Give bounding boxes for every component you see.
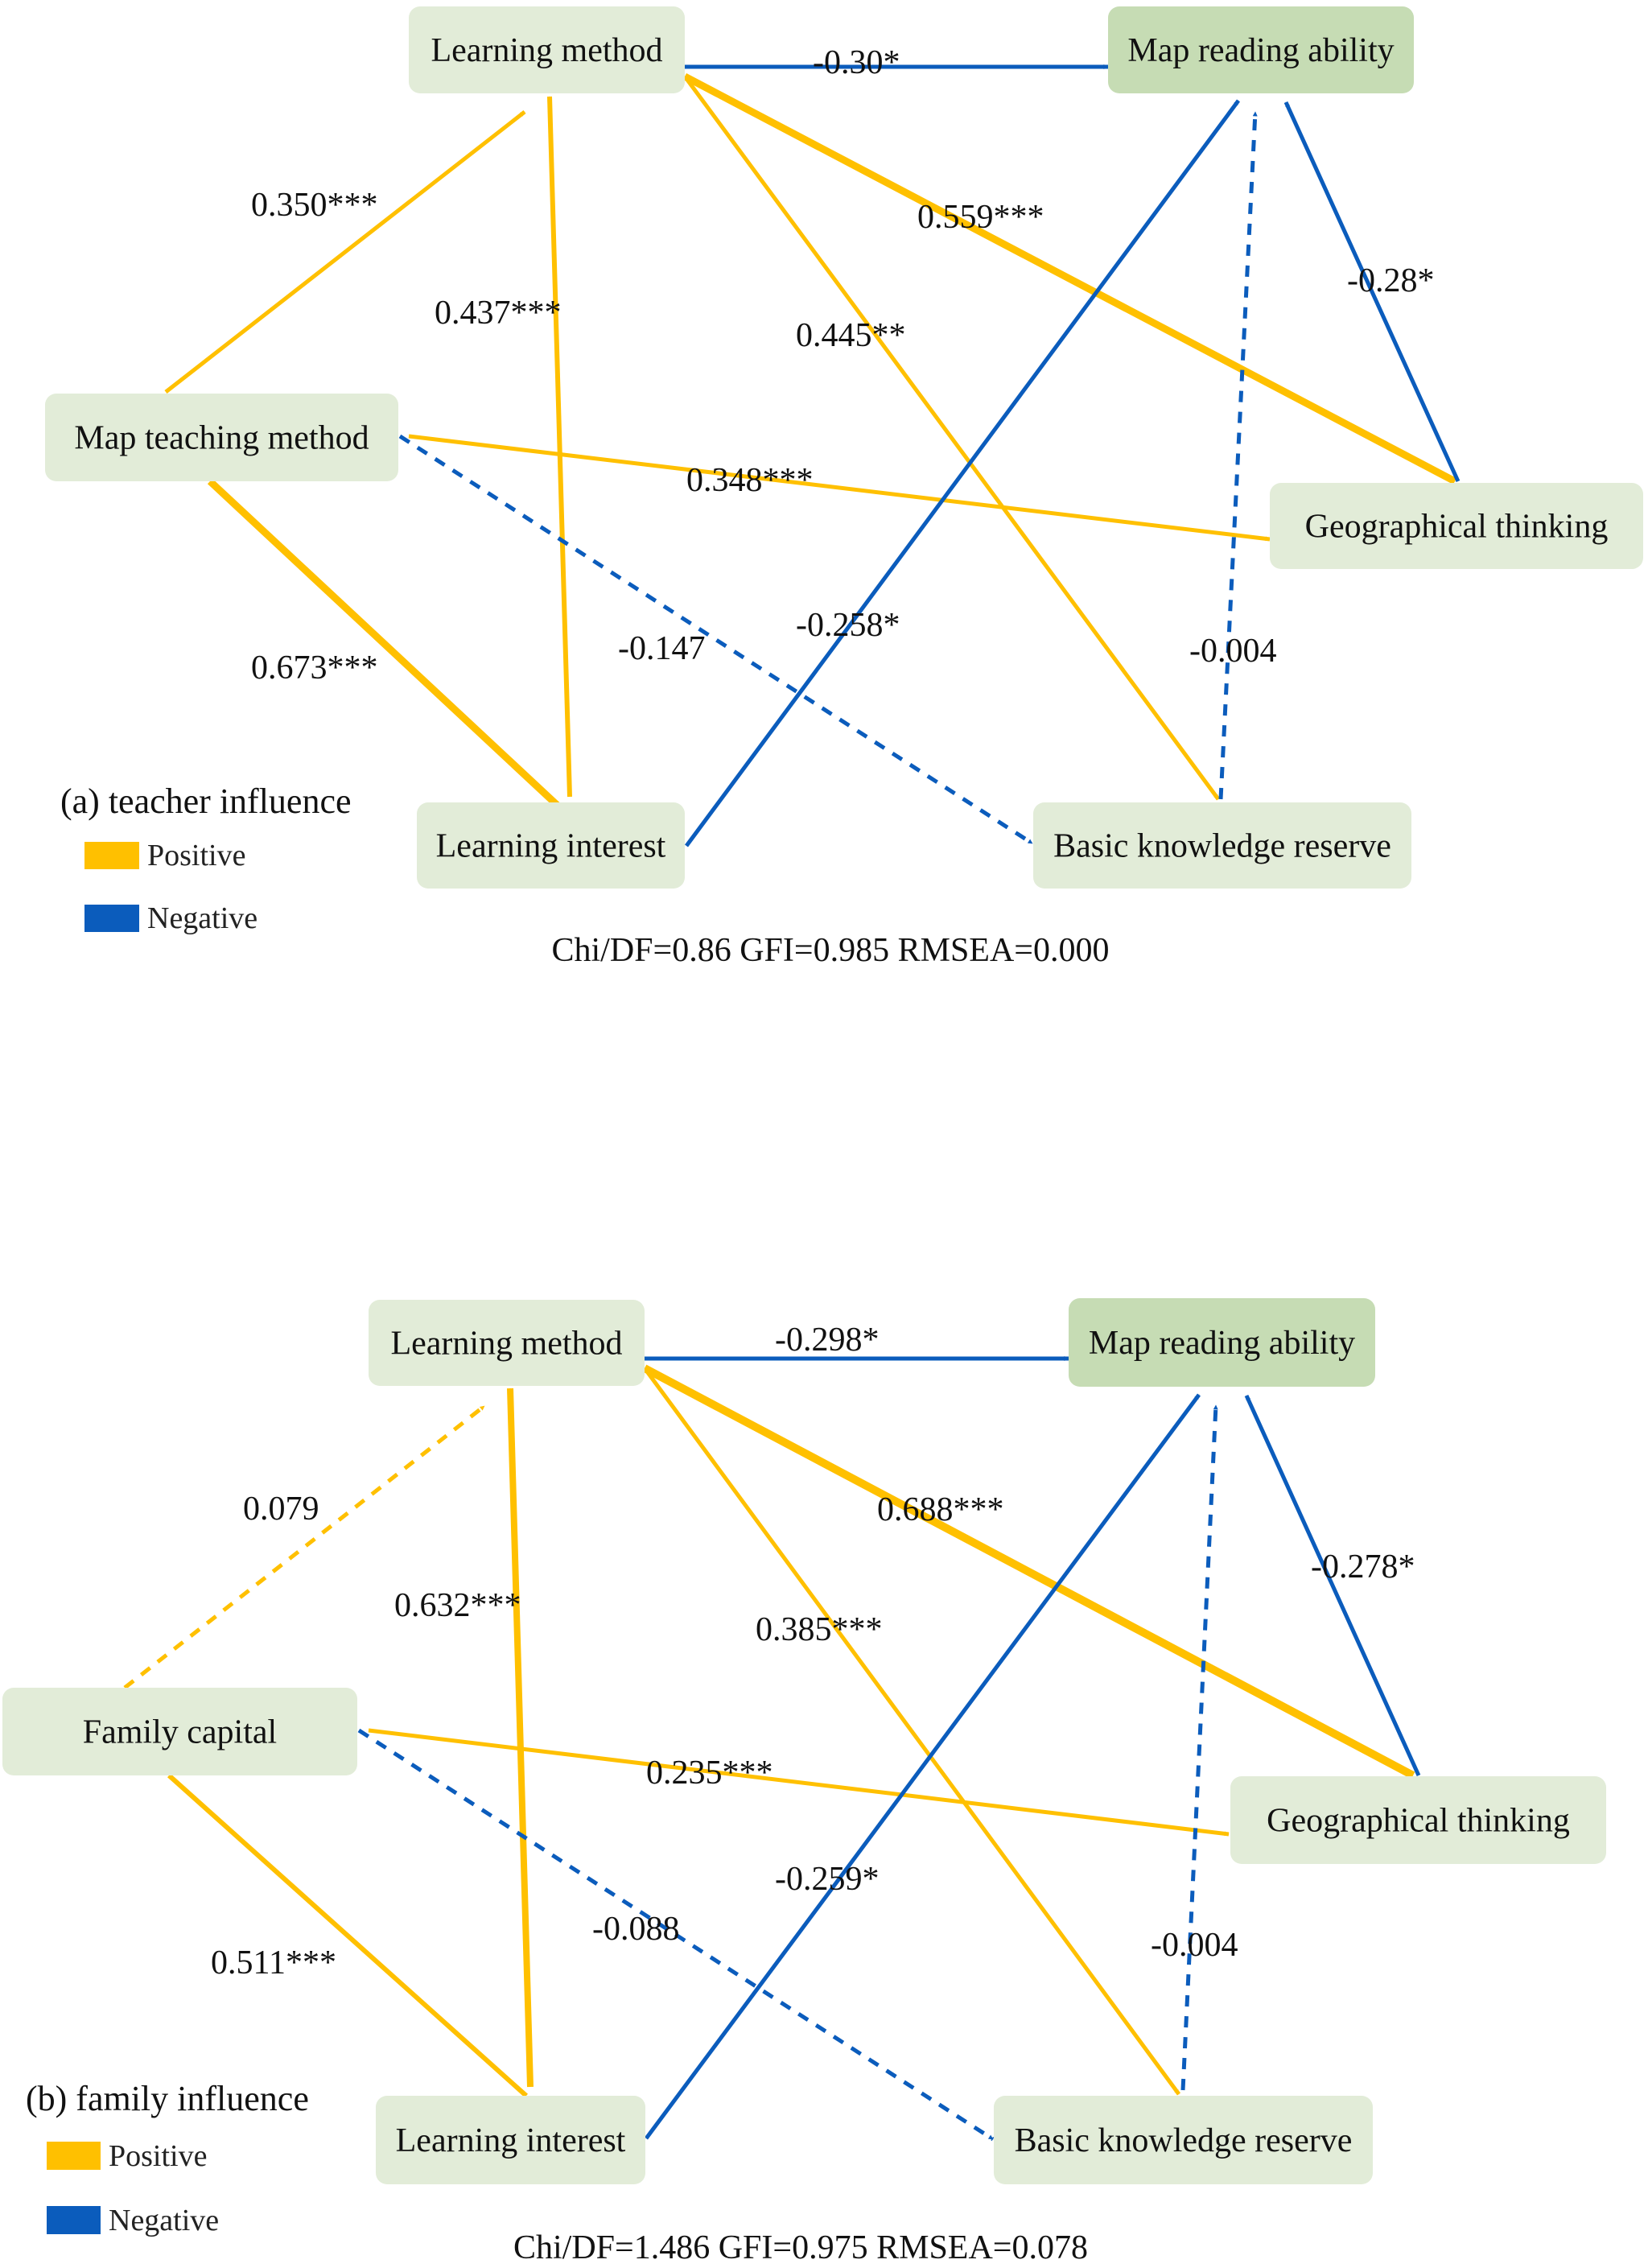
path-lm-to-bkr <box>642 1367 1181 2096</box>
path-li-to-lm <box>507 1388 534 2088</box>
path-gt-to-mra <box>1283 101 1461 483</box>
path-coefficient-li-lm: 0.632*** <box>394 1587 521 1624</box>
edge-labels-layer: 0.350*** 0.437*** 0.673*** 0.348*** -0.147 -0… <box>251 44 1435 687</box>
legend: Positive Negative <box>84 839 258 935</box>
path-coefficient-fc-li: 0.511*** <box>211 1944 336 1981</box>
path-coefficient-lm-mra: -0.298* <box>775 1322 880 1359</box>
node-box <box>1033 802 1411 889</box>
path-coefficient-li-lm: 0.437*** <box>435 295 562 332</box>
path-coefficient-mtm-li: 0.673*** <box>251 649 378 687</box>
path-coefficient-fc-lm: 0.079 <box>243 1491 319 1528</box>
path-bkr-to-mra <box>1180 1404 1218 2091</box>
path-coefficient-li-mra: -0.258* <box>796 607 900 644</box>
legend-label-negative: Negative <box>147 901 258 935</box>
path-mtm-to-lm <box>164 110 526 394</box>
edges-layer <box>123 1356 1421 2142</box>
legend-label-positive: Positive <box>147 839 245 872</box>
legend-swatch-positive <box>84 842 139 869</box>
node-label: Map reading ability <box>1127 32 1394 69</box>
node-geographical-thinking: Geographical thinking <box>1230 1776 1606 1864</box>
path-coefficient-gt-mra: -0.28* <box>1347 262 1435 299</box>
edges-layer <box>164 64 1461 847</box>
node-label: Geographical thinking <box>1305 509 1609 546</box>
legend-swatch-positive <box>47 2142 101 2170</box>
path-coefficient-lm-mra: -0.30* <box>813 44 900 81</box>
path-coefficient-lm-gt: 0.559*** <box>917 199 1044 236</box>
path-coefficient-mtm-gt: 0.348*** <box>686 462 814 499</box>
node-label: Map reading ability <box>1089 1325 1355 1362</box>
path-li-to-mra <box>684 99 1241 847</box>
path-gt-to-mra <box>1244 1394 1421 1777</box>
path-li-to-lm <box>547 96 572 798</box>
path-fc-to-gt <box>368 1728 1230 1837</box>
node-learning-interest: Learning interest <box>417 802 685 889</box>
path-coefficient-gt-mra: -0.278* <box>1311 1548 1415 1586</box>
node-box <box>2 1688 357 1775</box>
node-box <box>417 802 685 889</box>
node-basic-knowledge-reserve: Basic knowledge reserve <box>994 2096 1373 2184</box>
node-box <box>1230 1776 1606 1864</box>
panel-family-influence: Learning method Map reading abilityFamily… <box>2 1298 1606 2266</box>
node-learning-method: Learning method <box>409 6 685 93</box>
panel-title: (b) family influence <box>26 2079 309 2118</box>
node-map-reading-ability: Map reading ability <box>1069 1298 1375 1387</box>
path-coefficient-lm-bkr: 0.445** <box>796 317 906 354</box>
node-label: Learning method <box>431 32 662 69</box>
path-fc-to-bkr <box>357 1728 995 2142</box>
legend-label-positive: Positive <box>109 2139 207 2173</box>
model-fit-stats: Chi/DF=1.486 GFI=0.975 RMSEA=0.078 <box>513 2229 1088 2266</box>
path-coefficient-bkr-mra: -0.004 <box>1151 1927 1238 1964</box>
node-geographical-thinking: Geographical thinking <box>1270 483 1643 569</box>
nodes-layer: Learning method Map reading abilityFamily… <box>2 1298 1606 2184</box>
node-label: Map teaching method <box>74 420 369 457</box>
model-fit-stats: Chi/DF=0.86 GFI=0.985 RMSEA=0.000 <box>552 932 1110 969</box>
legend-swatch-negative <box>47 2206 101 2234</box>
path-coefficient-li-mra: -0.259* <box>775 1861 880 1898</box>
node-box <box>376 2096 645 2184</box>
node-family-capital: Family capital <box>2 1688 357 1775</box>
path-coefficient-lm-gt: 0.688*** <box>877 1491 1004 1528</box>
node-label: Basic knowledge reserve <box>1053 828 1391 865</box>
path-coefficient-mtm-bkr: -0.147 <box>618 630 706 667</box>
edge-labels-layer: 0.079 0.632*** 0.511*** 0.235*** -0.088 -0.29… <box>211 1322 1415 1981</box>
node-label: Family capital <box>83 1714 277 1751</box>
node-learning-method: Learning method <box>369 1300 645 1386</box>
path-coefficient-mtm-lm: 0.350*** <box>251 187 378 224</box>
path-lm-to-gt <box>642 1364 1415 1779</box>
node-label: Learning interest <box>396 2122 626 2159</box>
path-coefficient-bkr-mra: -0.004 <box>1189 633 1277 670</box>
path-mtm-to-gt <box>408 434 1271 542</box>
node-box <box>369 1300 645 1386</box>
node-map-reading-ability: Map reading ability <box>1108 6 1414 93</box>
path-lm-to-gt <box>682 73 1457 485</box>
path-coefficient-fc-gt: 0.235*** <box>646 1755 773 1792</box>
node-box <box>45 394 398 481</box>
node-map-teaching-method: Map teaching method <box>45 394 398 481</box>
panel-title: (a) teacher influence <box>60 781 352 821</box>
node-box <box>1069 1298 1375 1387</box>
path-lm-to-bkr <box>682 75 1221 801</box>
legend-label-negative: Negative <box>109 2204 219 2237</box>
node-learning-interest: Learning interest <box>376 2096 645 2184</box>
path-coefficient-lm-bkr: 0.385*** <box>756 1611 883 1648</box>
legend-swatch-negative <box>84 905 139 932</box>
node-box <box>994 2096 1373 2184</box>
node-box <box>1108 6 1414 93</box>
path-bkr-to-mra <box>1218 111 1258 800</box>
path-mtm-to-li <box>207 478 571 819</box>
node-box <box>1270 483 1643 569</box>
node-label: Basic knowledge reserve <box>1015 2122 1353 2159</box>
path-li-to-mra <box>644 1393 1201 2140</box>
node-label: Learning method <box>390 1326 622 1363</box>
node-basic-knowledge-reserve: Basic knowledge reserve <box>1033 802 1411 889</box>
legend: Positive Negative <box>47 2139 219 2237</box>
path-fc-to-li <box>167 1773 529 2098</box>
path-fc-to-lm <box>123 1404 486 1689</box>
path-coefficient-fc-bkr: -0.088 <box>592 1911 680 1948</box>
node-label: Learning interest <box>436 828 666 865</box>
node-box <box>409 6 685 93</box>
node-label: Geographical thinking <box>1267 1803 1570 1840</box>
